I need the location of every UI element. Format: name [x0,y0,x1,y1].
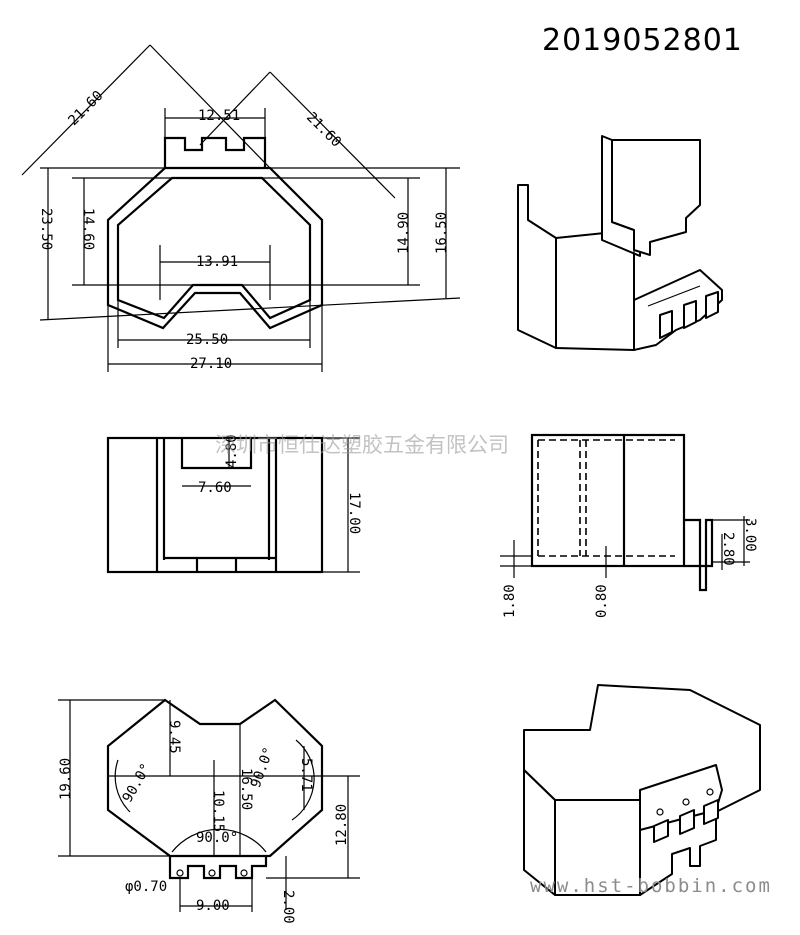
watermark-url: www.hst-bobbin.com [530,875,772,897]
side-view [500,433,750,592]
bottom-view [58,698,360,912]
dim-side-offset: 5.71 [298,758,314,792]
isometric-view-bottom [523,684,761,896]
top-view [21,44,461,372]
dim-pin-pitch: 9.00 [196,898,230,914]
dim-center-offset: 10.15 [210,790,226,832]
dim-hole-diameter: φ0.70 [125,879,167,895]
dim-pin-height: 3.00 [742,518,758,552]
dim-pin-length: 2.00 [280,890,296,924]
dim-bottom-height: 16.50 [238,768,254,810]
dim-angle-bottom: 90.0° [196,830,238,846]
dim-inner-depth-left: 14.60 [80,208,96,250]
dim-overall-depth: 23.50 [38,208,54,250]
dim-angle-left: 90.0° [120,761,155,806]
drawing-number: 2019052801 [542,23,743,58]
dim-inner-depth-right: 14.90 [396,212,412,254]
dim-slot-depth: 4.80 [224,434,240,468]
dim-diag-left: 21.60 [65,88,106,129]
dim-top-width: 12.51 [198,108,240,124]
dim-bottom-depth: 19.60 [58,758,74,800]
dim-inner-width: 25.50 [186,332,228,348]
dim-pin-offset: 2.80 [720,532,736,566]
watermark-company: 深圳市恒仕达塑胶五金有限公司 [215,433,509,457]
dim-notch-width: 13.91 [196,254,238,270]
dim-slot-width: 7.60 [198,480,232,496]
dim-outer-depth-right: 16.50 [434,212,450,254]
dim-diag-right: 21.60 [303,109,344,150]
front-view [106,436,360,574]
dim-outer-width: 27.10 [190,356,232,372]
dim-base-step: 0.80 [594,584,610,618]
dim-height: 17.00 [346,492,362,534]
isometric-view-top [517,135,723,351]
dim-pin-row-offset: 12.80 [334,804,350,846]
dim-base-height: 1.80 [502,584,518,618]
dim-half-depth: 9.45 [166,720,182,754]
